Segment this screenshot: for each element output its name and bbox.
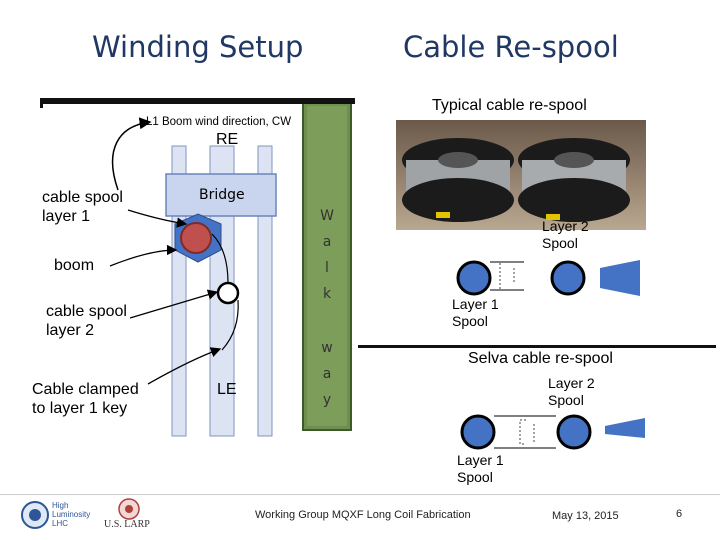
footer-date: May 13, 2015 [552, 510, 619, 522]
cable-spool-layer1-label: cable spool layer 1 [42, 189, 123, 225]
hilumi-logo: High Luminosity LHC [20, 500, 98, 530]
walkway-bar [302, 101, 352, 431]
selva-guide [605, 418, 645, 438]
bridge-label: Bridge [199, 187, 245, 203]
title-cable-respool: Cable Re-spool [403, 30, 619, 64]
wind-direction-arrow [111, 117, 152, 191]
walkway-letter: k [322, 286, 332, 302]
cable-spool-layer2-label: cable spool layer 2 [46, 303, 127, 339]
walkway-letter: l [325, 260, 329, 276]
walkway-letter: a [322, 366, 332, 382]
typical-spool-layer1 [456, 260, 492, 296]
selva-spool-layer1 [460, 414, 496, 450]
typical-guide [600, 260, 640, 296]
selva-layer2-label: Layer 2 Spool [548, 375, 595, 408]
walkway-letter: w [321, 340, 333, 356]
hilumi-logo-icon [21, 501, 49, 529]
leader-layer1 [127, 209, 188, 228]
selva-spool-layer2 [556, 414, 592, 450]
typical-respool-title: Typical cable re-spool [426, 94, 593, 117]
selva-respool-title: Selva cable re-spool [468, 350, 613, 367]
selva-layer1-label: Layer 1 Spool [457, 452, 504, 485]
left-beam [40, 98, 43, 108]
title-winding-setup: Winding Setup [92, 30, 304, 64]
leader-layer2 [129, 289, 219, 319]
walkway-letter: W [320, 208, 334, 224]
typical-respool-photo [396, 120, 646, 230]
walkway-letter: y [322, 392, 332, 408]
layer2-spool-circle [216, 281, 240, 305]
footer-line [0, 494, 720, 495]
wind-direction-label: L1 Boom wind direction, CW [146, 116, 292, 128]
top-beam [42, 98, 355, 104]
le-label: LE [217, 381, 237, 398]
cable-clamped-label: Cable clamped to layer 1 key [32, 381, 139, 417]
leader-clamped [147, 347, 222, 385]
page-number: 6 [676, 508, 683, 520]
boom-label: boom [54, 257, 95, 274]
typical-layer1-label: Layer 1 Spool [452, 296, 499, 329]
respool-divider [358, 345, 716, 348]
walkway-letter: a [322, 234, 332, 250]
typical-layer2-label: Layer 2 Spool [542, 218, 589, 251]
right-post [257, 145, 273, 437]
footer-center-text: Working Group MQXF Long Coil Fabrication [255, 509, 471, 521]
bridge-box [165, 173, 277, 217]
larp-logo-icon [118, 498, 140, 520]
typical-spool-layer2 [550, 260, 586, 296]
layer1-spool-red [180, 222, 212, 254]
us-larp-logo: U.S. LARP [104, 498, 158, 532]
re-label: RE [216, 131, 239, 148]
leader-boom [109, 244, 178, 267]
